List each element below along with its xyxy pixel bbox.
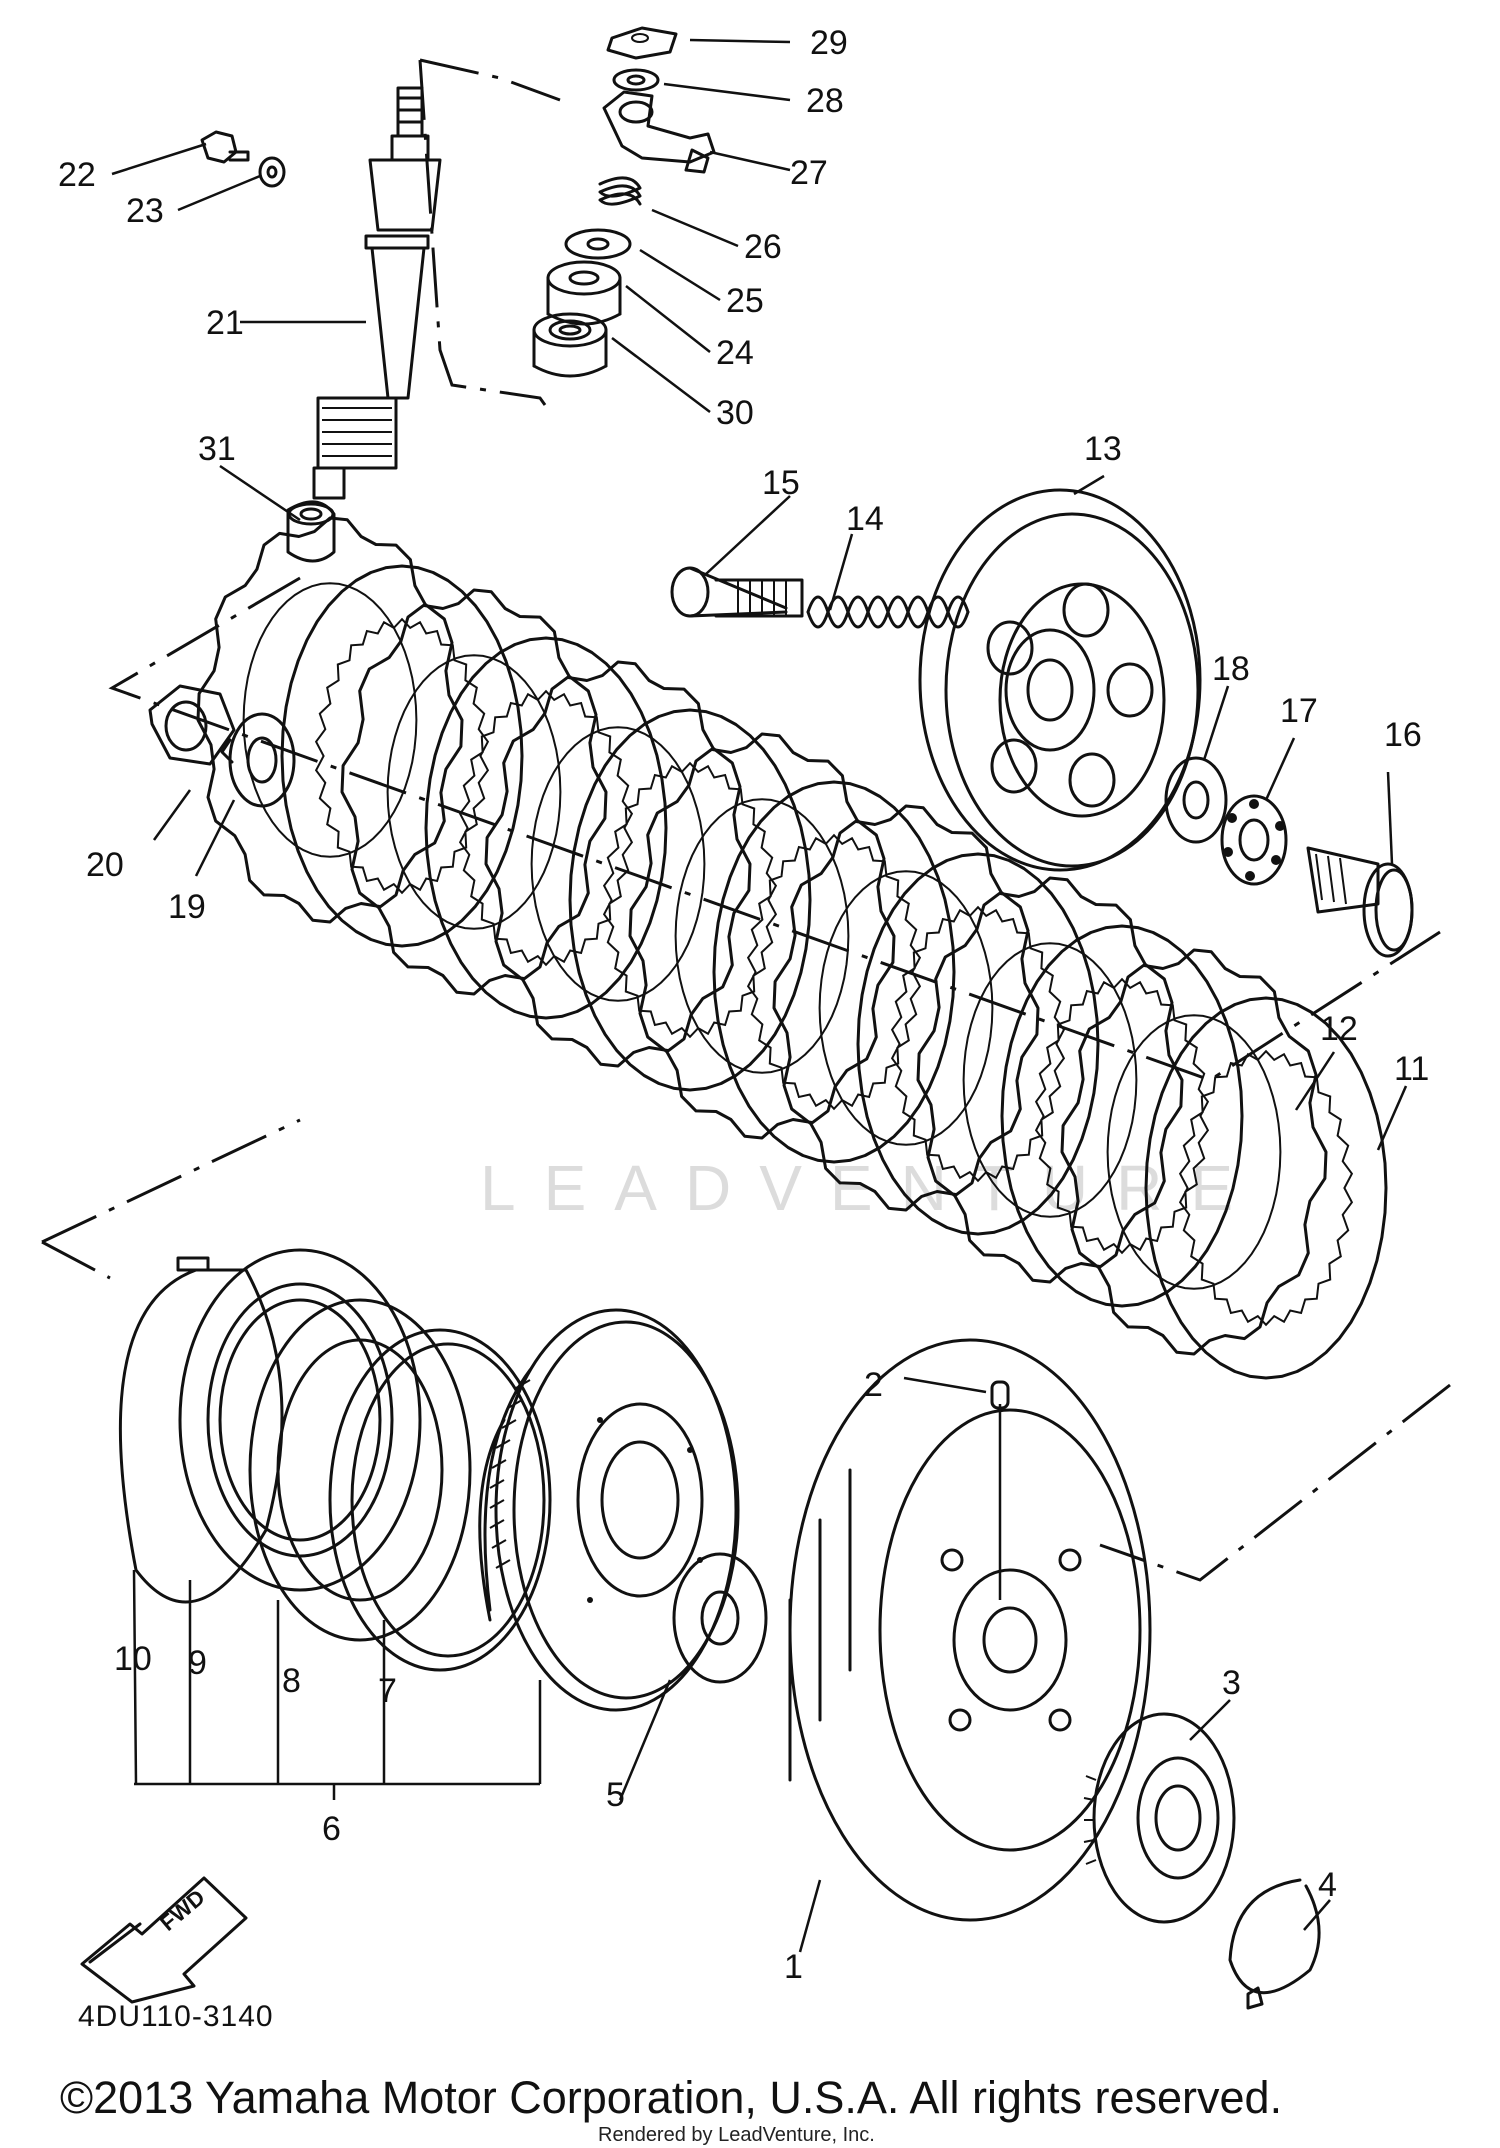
- clutch-plate: [1000, 924, 1244, 1308]
- primary-driven-gear-6: [478, 1308, 740, 1712]
- push-rod-16: [1306, 846, 1414, 958]
- bush-24: [546, 260, 622, 326]
- bolt-15: [670, 566, 804, 618]
- plate-stack: [196, 516, 1388, 1380]
- callout-30: 30: [716, 394, 754, 432]
- clutch-plate: [712, 780, 956, 1164]
- plate-29: [606, 26, 678, 60]
- washer-18: [1164, 756, 1228, 844]
- leader-lines: [111, 38, 1408, 1953]
- clutch-plate: [568, 708, 812, 1092]
- friction-plate: [628, 732, 896, 1140]
- callout-9: 9: [188, 1644, 207, 1682]
- spring-7: [328, 1328, 552, 1672]
- callout-5: 5: [606, 1776, 625, 1814]
- circlip-10: [118, 1256, 284, 1604]
- callout-8: 8: [282, 1662, 301, 1700]
- gear-3: [1083, 1712, 1236, 1924]
- nut-20: [148, 684, 236, 766]
- group-frame-upper: [108, 58, 1441, 1082]
- push-rod-21: [312, 86, 442, 500]
- bearing-30: [532, 312, 608, 378]
- callout-4: 4: [1318, 1866, 1337, 1904]
- callout-16: 16: [1384, 716, 1422, 754]
- friction-plate: [484, 660, 752, 1068]
- callout-1: 1: [784, 1948, 803, 1986]
- spring-26: [598, 176, 642, 206]
- callout-31: 31: [198, 430, 236, 468]
- friction-plate: [916, 876, 1184, 1284]
- callout-2: 2: [864, 1366, 883, 1404]
- bolt-22: [200, 130, 250, 164]
- callout-13: 13: [1084, 430, 1122, 468]
- clutch-plate: [856, 852, 1100, 1236]
- callout-21: 21: [206, 304, 244, 342]
- callout-3: 3: [1222, 1664, 1241, 1702]
- callout-17: 17: [1280, 692, 1318, 730]
- callout-18: 18: [1212, 650, 1250, 688]
- washer-25: [564, 228, 632, 260]
- callout-7: 7: [378, 1672, 397, 1710]
- callout-labels: 29 28 27 26 25 24 30 22 23 21 31 15 14 1…: [58, 24, 1429, 1986]
- callout-20: 20: [86, 846, 124, 884]
- rendered-by-credit: Rendered by LeadVenture, Inc.: [598, 2124, 875, 2146]
- callout-22: 22: [58, 156, 96, 194]
- callout-25: 25: [726, 282, 764, 320]
- thrust-plate-5: [672, 1552, 768, 1684]
- callout-28: 28: [806, 82, 844, 120]
- circlip-4: [1228, 1878, 1321, 2010]
- lever-27: [602, 90, 716, 174]
- callout-14: 14: [846, 500, 884, 538]
- callout-23: 23: [126, 192, 164, 230]
- clutch-boss-1: [788, 1338, 1152, 1922]
- forward-arrow-icon: FWD: [80, 1876, 248, 2004]
- callout-26: 26: [744, 228, 782, 266]
- callout-15: 15: [762, 464, 800, 502]
- callout-29: 29: [810, 24, 848, 62]
- clutch-plate: [1144, 996, 1388, 1380]
- friction-plate: [772, 804, 1040, 1212]
- forward-label: FWD: [155, 1884, 209, 1935]
- callout-11: 11: [1394, 1050, 1429, 1088]
- diagram-code: 4DU110-3140: [78, 2000, 274, 2033]
- callout-10: 10: [114, 1640, 152, 1678]
- plate-9-seat: [178, 1248, 422, 1592]
- friction-plate: [340, 588, 608, 996]
- clutch-plate: [280, 564, 524, 948]
- callout-12: 12: [1320, 1010, 1358, 1048]
- bearing-17: [1220, 794, 1288, 886]
- copyright-notice: ©2013 Yamaha Motor Corporation, U.S.A. A…: [60, 2072, 1283, 2123]
- washer-28: [612, 68, 660, 92]
- callout-6: 6: [322, 1810, 341, 1848]
- callout-19: 19: [168, 888, 206, 926]
- clutch-plate: [424, 636, 668, 1020]
- pressure-plate-13: [918, 488, 1202, 872]
- friction-plate: [1060, 948, 1328, 1356]
- callout-24: 24: [716, 334, 754, 372]
- friction-plate: [196, 516, 464, 924]
- plate-8-cushion: [248, 1298, 472, 1642]
- callout-27: 27: [790, 154, 828, 192]
- washer-23: [258, 156, 286, 188]
